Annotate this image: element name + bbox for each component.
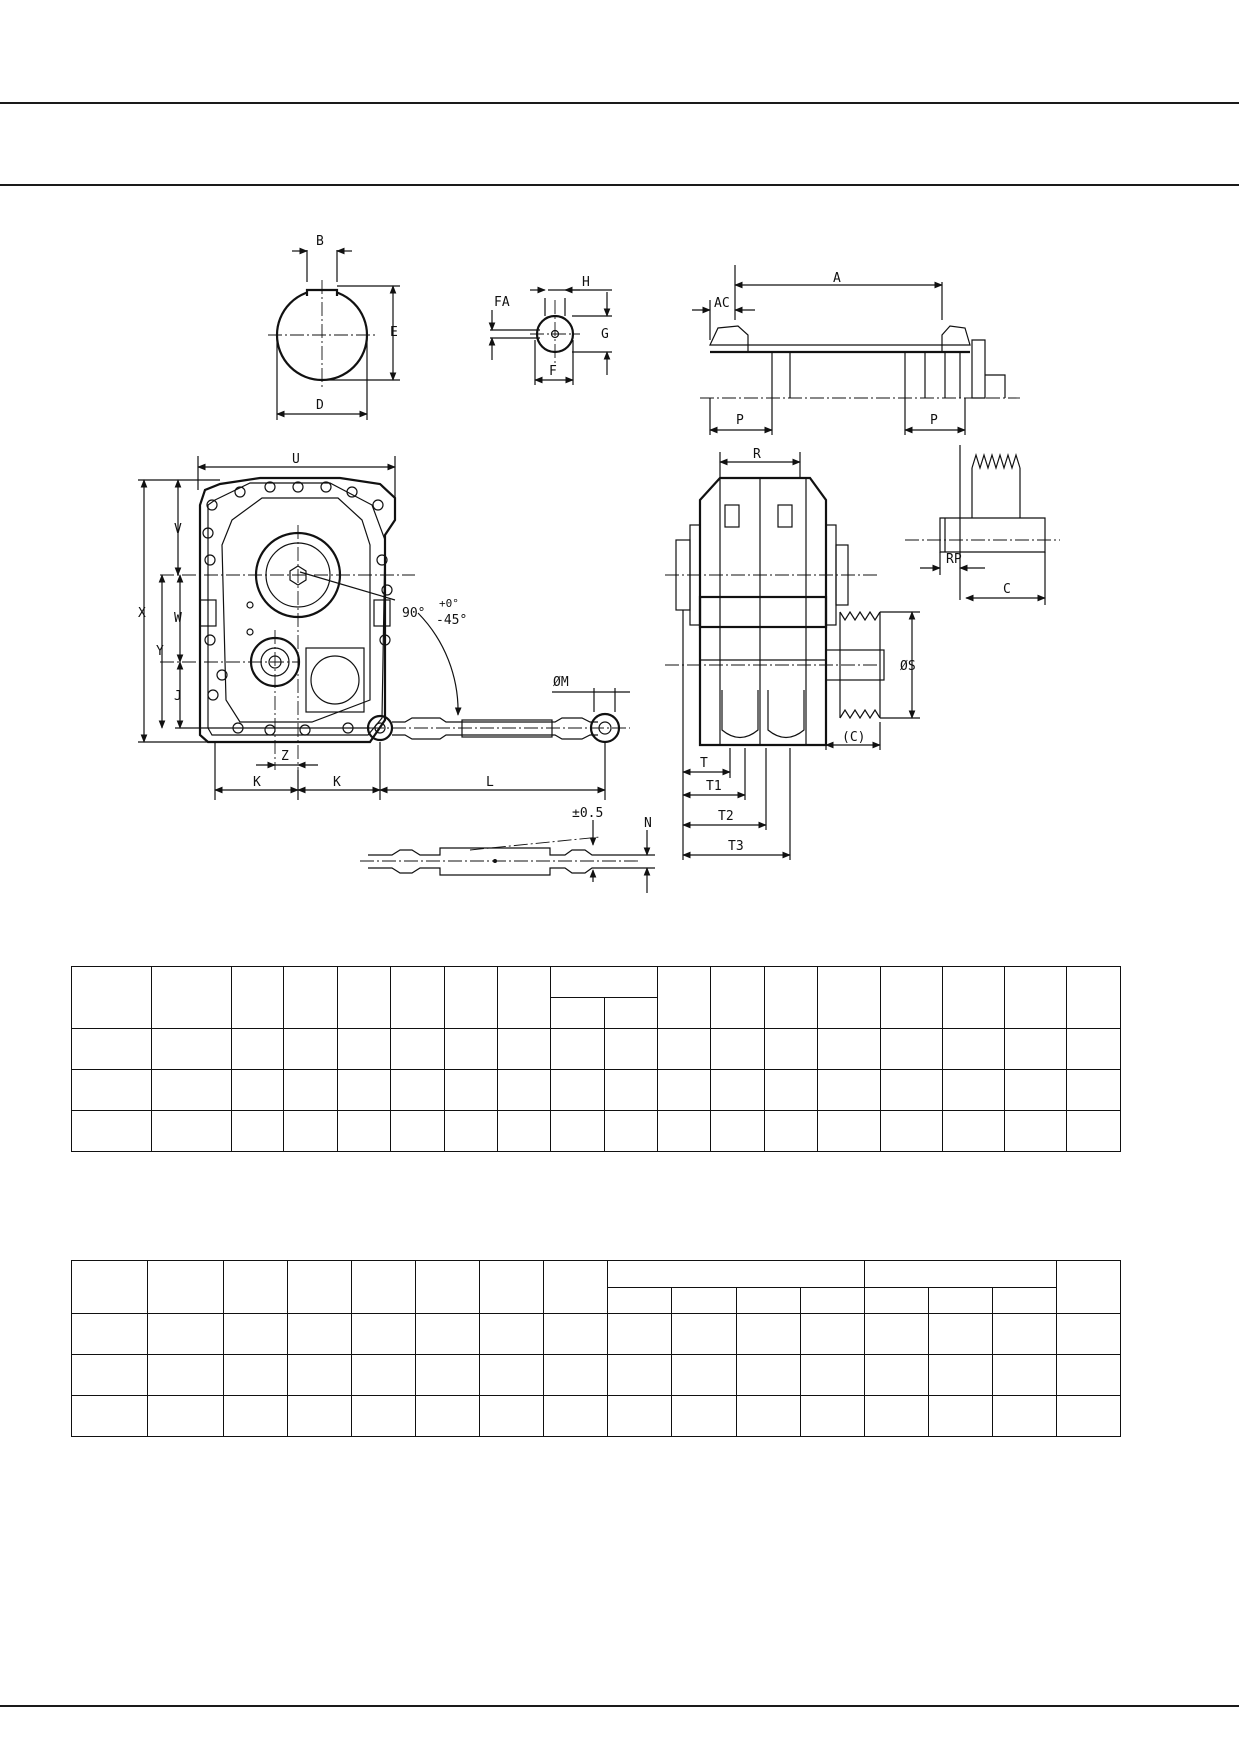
dim-label-m: ØM xyxy=(553,675,569,690)
dim-label-b: B xyxy=(316,234,324,249)
key-detail-view: FA H G F xyxy=(488,275,612,385)
dim-label-t2: T2 xyxy=(718,809,734,824)
table-cell xyxy=(1066,966,1121,1029)
table-cell xyxy=(390,966,446,1029)
table-cell xyxy=(543,1260,609,1314)
gearbox-side-view: R ØS (C) T T1 T2 T3 xyxy=(665,447,920,860)
dim-label-rp: RP xyxy=(946,552,962,567)
table-cell xyxy=(287,1260,353,1314)
dim-label-k-right: K xyxy=(333,775,341,790)
dim-label-e: E xyxy=(390,325,398,340)
table-cell xyxy=(657,966,711,1029)
table-cell xyxy=(817,966,882,1029)
table-cell xyxy=(607,1260,865,1288)
table-cell xyxy=(147,1260,225,1314)
dimension-table-1 xyxy=(71,966,1121,1152)
pulley-detail-view: RP C xyxy=(905,445,1060,605)
table-row xyxy=(71,1028,1121,1070)
table-cell xyxy=(230,966,285,1029)
table-cell xyxy=(444,966,498,1029)
footer-rule xyxy=(0,1705,1239,1707)
angle-label: 90° xyxy=(402,606,425,621)
table-header-row xyxy=(70,1260,1122,1314)
table-cell xyxy=(415,1260,481,1314)
table-cell xyxy=(70,1260,149,1314)
table-header-row xyxy=(71,966,1121,1029)
dim-label-f: F xyxy=(549,364,557,379)
table-row xyxy=(71,1069,1121,1111)
dim-label-v: V xyxy=(174,522,182,537)
table-cell xyxy=(942,966,1006,1029)
table-cell xyxy=(550,997,605,1029)
table-cell xyxy=(880,966,944,1029)
table-cell xyxy=(763,966,819,1029)
technical-drawing: B D E FA H G F xyxy=(138,234,1060,893)
dim-label-s: ØS xyxy=(900,659,916,674)
dim-label-k-left: K xyxy=(253,775,261,790)
dim-label-p-right: P xyxy=(930,413,938,428)
torque-arm-rod xyxy=(370,712,630,744)
header-rule-top xyxy=(0,102,1239,104)
table-cell xyxy=(283,966,338,1029)
dim-label-j: J xyxy=(174,689,182,704)
table-cell xyxy=(496,966,552,1029)
tolerance-label: ±0.5 xyxy=(572,806,603,821)
dim-label-t3: T3 xyxy=(728,839,744,854)
table-cell xyxy=(71,966,152,1029)
dim-label-ac: AC xyxy=(714,296,730,311)
dim-label-t: T xyxy=(700,756,708,771)
table-row xyxy=(71,1110,1121,1152)
dim-label-z: Z xyxy=(281,749,289,764)
table-cell xyxy=(336,966,392,1029)
angle-tolerance-upper: +0° xyxy=(439,597,459,610)
front-view-dimensions: U X V W Y J Z K K L ØM 90° +0° -45° xyxy=(138,452,630,800)
hollow-shaft-view: A AC P P xyxy=(692,265,1020,435)
rod-tolerance-detail: ±0.5 N xyxy=(360,806,655,893)
dim-label-r: R xyxy=(753,447,761,462)
dim-label-x: X xyxy=(138,606,146,621)
table-cell xyxy=(223,1260,289,1314)
table-cell xyxy=(1004,966,1068,1029)
dim-label-t1: T1 xyxy=(706,779,722,794)
dim-label-c-paren: (C) xyxy=(842,730,865,745)
dimension-table-2 xyxy=(70,1260,1122,1437)
table-cell xyxy=(863,1260,1057,1288)
dim-label-p-left: P xyxy=(736,413,744,428)
dim-label-l: L xyxy=(486,775,494,790)
table-cell xyxy=(550,966,659,998)
angle-tolerance-lower: -45° xyxy=(436,613,467,628)
table-row xyxy=(70,1354,1122,1396)
table-cell xyxy=(603,997,659,1029)
gearbox-front-view xyxy=(160,476,462,770)
dim-label-d: D xyxy=(316,398,324,413)
dim-label-c: C xyxy=(1003,582,1011,597)
dim-label-h: H xyxy=(582,275,590,290)
shaft-section-view: B D E xyxy=(268,234,400,420)
dim-label-w: W xyxy=(174,611,182,626)
dim-label-u: U xyxy=(292,452,300,467)
dim-label-a: A xyxy=(833,271,841,286)
dim-label-fa: FA xyxy=(494,295,510,310)
dim-label-y: Y xyxy=(156,644,164,659)
table-cell xyxy=(150,966,232,1029)
table-cell xyxy=(351,1260,417,1314)
dim-label-g: G xyxy=(601,327,609,342)
dim-label-n: N xyxy=(644,816,652,831)
table-row xyxy=(70,1313,1122,1355)
table-cell xyxy=(1055,1260,1122,1314)
table-row xyxy=(70,1395,1122,1437)
table-cell xyxy=(479,1260,545,1314)
table-cell xyxy=(709,966,765,1029)
header-rule-bottom xyxy=(0,184,1239,186)
